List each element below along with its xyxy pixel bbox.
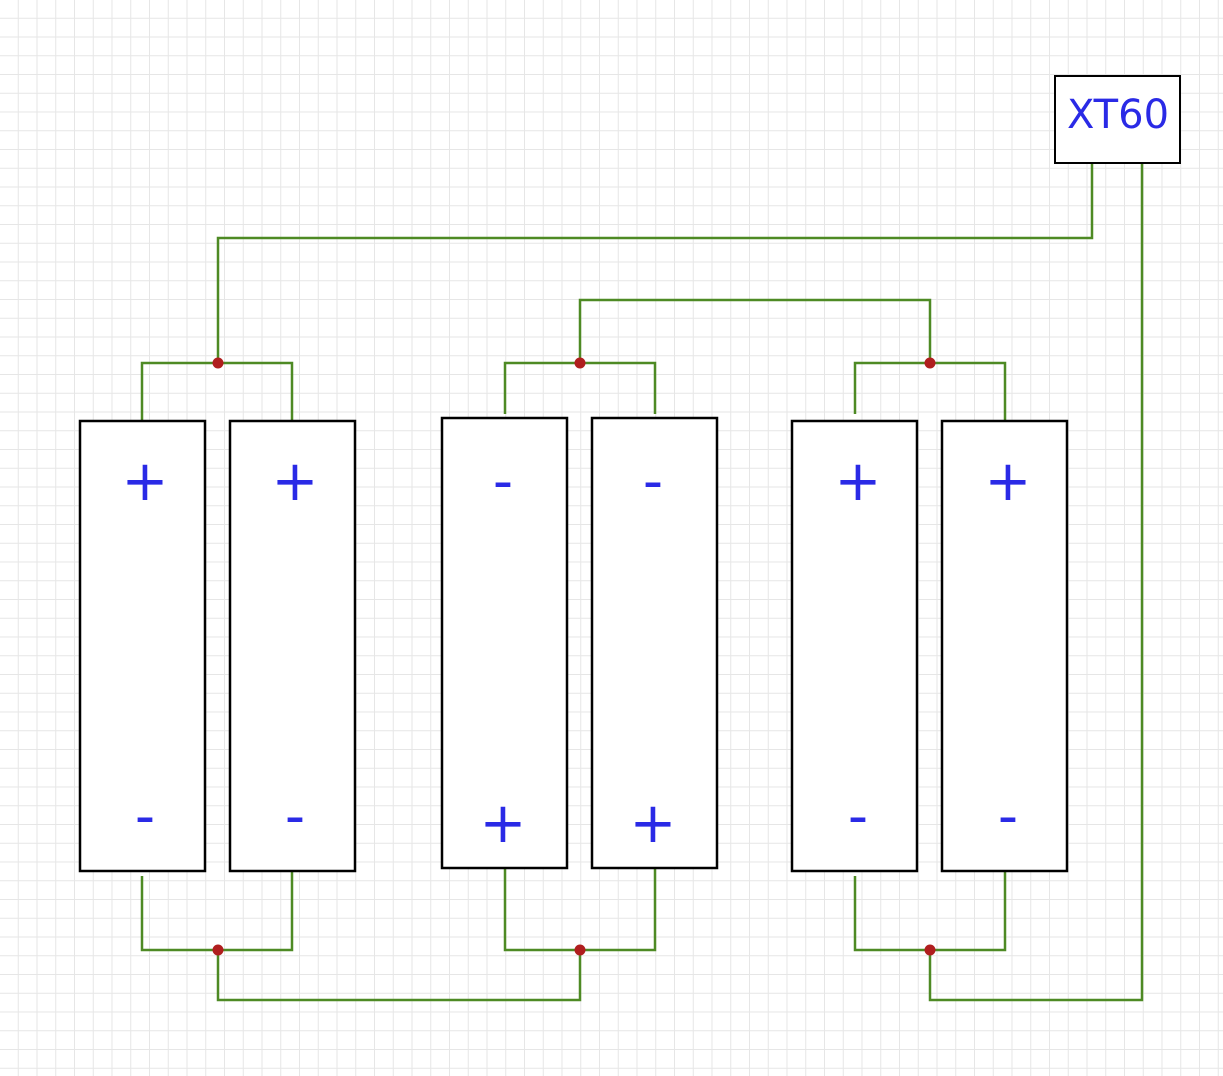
cell-top-terminal: +	[835, 449, 882, 514]
junction-dot	[924, 357, 936, 369]
cell-body	[440, 416, 569, 870]
cell-5: + -	[790, 419, 919, 873]
cell-bottom-terminal: -	[998, 784, 1018, 849]
wire-xt60-to-group1-top	[216, 163, 1094, 363]
cell-body	[590, 416, 719, 870]
junction-dot	[924, 944, 936, 956]
cell-bottom-terminal: +	[480, 791, 527, 856]
cell-bottom-terminal: -	[285, 784, 305, 849]
wire-group1-bottom-bus	[140, 862, 294, 952]
junction-dot	[212, 944, 224, 956]
wire-group3-bottom-bus	[853, 862, 1007, 952]
cell-body	[228, 419, 357, 873]
wire-group3-top-bus	[853, 361, 1007, 425]
cell-body	[78, 419, 207, 873]
wire-group2-top-bus	[503, 361, 657, 414]
cell-6: + -	[940, 419, 1069, 873]
cell-top-terminal: -	[493, 449, 513, 514]
cell-1: + -	[78, 419, 207, 873]
xt60-connector: XT60	[1054, 75, 1181, 164]
cell-top-terminal: +	[122, 449, 169, 514]
junction-dot	[574, 944, 586, 956]
cell-4: - +	[590, 416, 719, 870]
cell-bottom-terminal: -	[135, 784, 155, 849]
wire-group1-to-group2-bottom	[216, 950, 582, 1002]
cell-body	[790, 419, 919, 873]
cell-bottom-terminal: -	[848, 784, 868, 849]
cell-top-terminal: +	[985, 449, 1032, 514]
connector-body	[1054, 75, 1181, 164]
junction-dot	[574, 357, 586, 369]
cell-bottom-terminal: +	[630, 791, 677, 856]
cell-body	[940, 419, 1069, 873]
connector-label: XT60	[1067, 92, 1169, 138]
wire-group2-to-group3-top	[578, 298, 932, 363]
junction-dot	[212, 357, 224, 369]
cell-top-terminal: -	[643, 449, 663, 514]
cell-3: - +	[440, 416, 569, 870]
wire-group1-top-bus	[140, 361, 294, 425]
junctions	[212, 357, 936, 956]
wire-group2-bottom-bus	[503, 862, 657, 952]
wire-group3-bottom-to-xt60	[928, 163, 1144, 1002]
cell-top-terminal: +	[272, 449, 319, 514]
cell-2: + -	[228, 419, 357, 873]
